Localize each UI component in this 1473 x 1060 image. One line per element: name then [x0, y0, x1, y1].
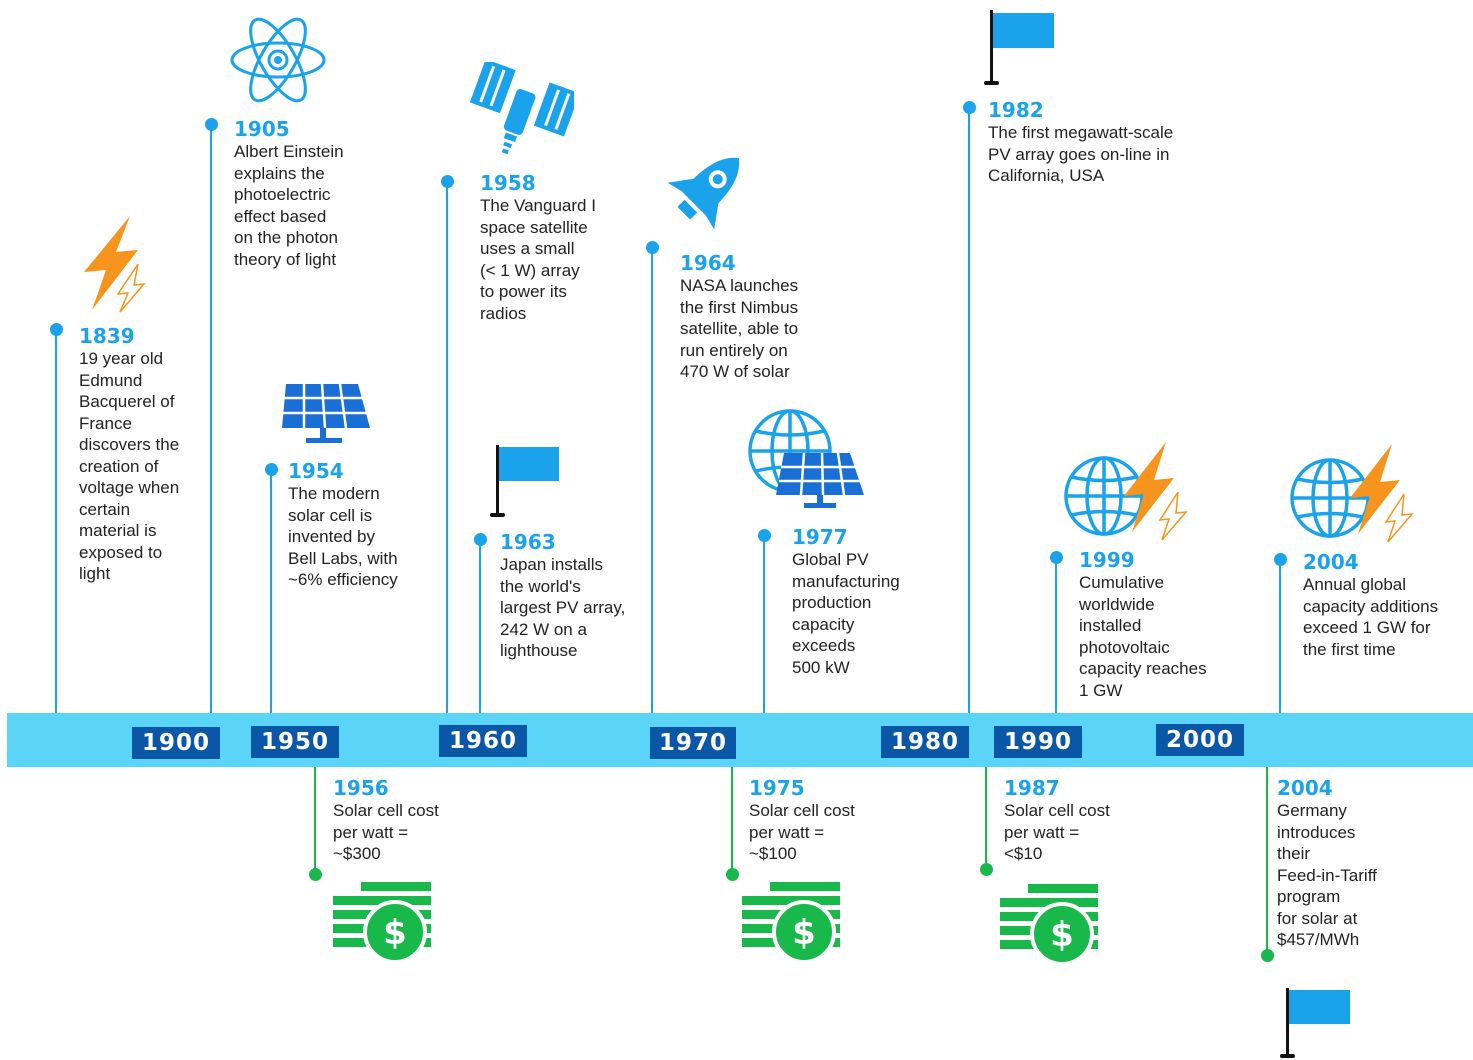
- event-year: 1964: [680, 251, 736, 275]
- event-1975: 1975 Solar cell cost per watt = ~$100: [749, 777, 855, 865]
- event-year: 1958: [480, 171, 536, 195]
- event-stem: [968, 108, 970, 713]
- event-marker: [474, 533, 487, 546]
- money-stack-icon: $: [1000, 884, 1098, 966]
- event-year: 1956: [333, 776, 389, 800]
- event-marker: [1261, 949, 1274, 962]
- event-stem: [210, 125, 212, 713]
- globe-lightning-icon: [1290, 444, 1414, 543]
- event-1999: 1999 Cumulative worldwide installed phot…: [1079, 549, 1207, 701]
- event-stem: [446, 182, 448, 713]
- event-marker: [963, 101, 976, 114]
- satellite-icon: [469, 62, 574, 155]
- event-year: 1987: [1004, 776, 1060, 800]
- event-marker: [50, 323, 63, 336]
- event-stem: [985, 767, 987, 870]
- event-marker: [441, 175, 454, 188]
- event-1956: 1956 Solar cell cost per watt = ~$300: [333, 777, 439, 865]
- decade-label-2000: 2000: [1156, 724, 1244, 756]
- event-marker: [646, 241, 659, 254]
- event-description: Solar cell cost per watt = ~$300: [333, 801, 439, 863]
- flag-icon: [984, 10, 1054, 85]
- event-year: 2004: [1303, 550, 1359, 574]
- event-description: Annual global capacity additions exceed …: [1303, 575, 1439, 659]
- decade-label-1950: 1950: [251, 726, 339, 758]
- event-1839: 1839 19 year old Edmund Bacquerel of Fra…: [79, 325, 179, 585]
- timeline-band: [7, 713, 1473, 767]
- event-year: 2004: [1277, 776, 1333, 800]
- event-marker: [980, 863, 993, 876]
- event-stem: [270, 470, 272, 713]
- event-year: 1999: [1079, 548, 1135, 572]
- event-description: The first megawatt-scale PV array goes o…: [988, 123, 1174, 185]
- flag-icon: [1280, 988, 1350, 1058]
- event-stem: [763, 536, 765, 713]
- solar-panel-icon: [282, 383, 370, 443]
- event-1982: 1982 The first megawatt-scale PV array g…: [988, 99, 1173, 187]
- event-1905: 1905 Albert Einstein explains the photoe…: [234, 118, 344, 270]
- globe-lightning-icon: [1064, 442, 1188, 541]
- event-2004-germany: 2004 Germany introduces their Feed-in-Ta…: [1277, 777, 1377, 951]
- event-description: NASA launches the first Nimbus satellite…: [680, 276, 799, 381]
- decade-label-1900: 1900: [132, 727, 220, 759]
- event-stem: [55, 330, 57, 713]
- event-year: 1905: [234, 117, 290, 141]
- event-1987: 1987 Solar cell cost per watt = <$10: [1004, 777, 1110, 865]
- event-year: 1982: [988, 98, 1044, 122]
- event-1958: 1958 The Vanguard I space satellite uses…: [480, 172, 596, 324]
- rocket-icon: [667, 157, 740, 230]
- decade-label-1990: 1990: [994, 726, 1082, 758]
- event-year: 1954: [288, 459, 344, 483]
- event-description: Japan installs the world's largest PV ar…: [500, 555, 626, 660]
- event-year: 1977: [792, 525, 848, 549]
- event-description: The modern solar cell is invented by Bel…: [288, 484, 398, 589]
- event-description: Global PV manufacturing production capac…: [792, 550, 900, 677]
- svg-text:$: $: [383, 913, 407, 953]
- event-description: Solar cell cost per watt = <$10: [1004, 801, 1110, 863]
- event-stem: [651, 248, 653, 713]
- event-marker: [265, 463, 278, 476]
- event-description: Germany introduces their Feed-in-Tariff …: [1277, 801, 1377, 949]
- event-description: The Vanguard I space satellite uses a sm…: [480, 196, 596, 323]
- event-1954: 1954 The modern solar cell is invented b…: [288, 460, 398, 591]
- event-year: 1975: [749, 776, 805, 800]
- money-stack-icon: $: [742, 882, 840, 964]
- event-stem: [731, 767, 733, 875]
- event-marker: [205, 118, 218, 131]
- event-description: Solar cell cost per watt = ~$100: [749, 801, 855, 863]
- flag-icon: [490, 445, 559, 517]
- event-marker: [309, 868, 322, 881]
- event-marker: [1050, 551, 1063, 564]
- event-marker: [758, 529, 771, 542]
- decade-label-1970: 1970: [650, 727, 736, 759]
- event-description: 19 year old Edmund Bacquerel of France d…: [79, 349, 180, 583]
- svg-text:$: $: [792, 913, 816, 953]
- event-1977: 1977 Global PV manufacturing production …: [792, 526, 900, 678]
- event-marker: [1274, 553, 1287, 566]
- decade-label-1980: 1980: [881, 726, 969, 758]
- event-description: Albert Einstein explains the photoelectr…: [234, 142, 344, 269]
- globe-solar-panel-icon: [748, 409, 864, 508]
- event-stem: [1055, 558, 1057, 713]
- event-stem: [479, 540, 481, 713]
- atom-icon: [230, 17, 326, 103]
- event-stem: [1279, 560, 1281, 713]
- event-marker: [726, 868, 739, 881]
- event-year: 1839: [79, 324, 135, 348]
- event-description: Cumulative worldwide installed photovolt…: [1079, 573, 1207, 700]
- decade-label-1960: 1960: [439, 725, 527, 757]
- svg-text:$: $: [1050, 915, 1074, 955]
- event-stem: [1266, 767, 1268, 955]
- event-year: 1963: [500, 530, 556, 554]
- lightning-icon: [84, 216, 146, 313]
- money-stack-icon: $: [333, 882, 431, 964]
- event-stem: [314, 767, 316, 875]
- event-1964: 1964 NASA launches the first Nimbus sate…: [680, 252, 798, 383]
- event-1963: 1963 Japan installs the world's largest …: [500, 531, 625, 662]
- event-2004: 2004 Annual global capacity additions ex…: [1303, 551, 1438, 660]
